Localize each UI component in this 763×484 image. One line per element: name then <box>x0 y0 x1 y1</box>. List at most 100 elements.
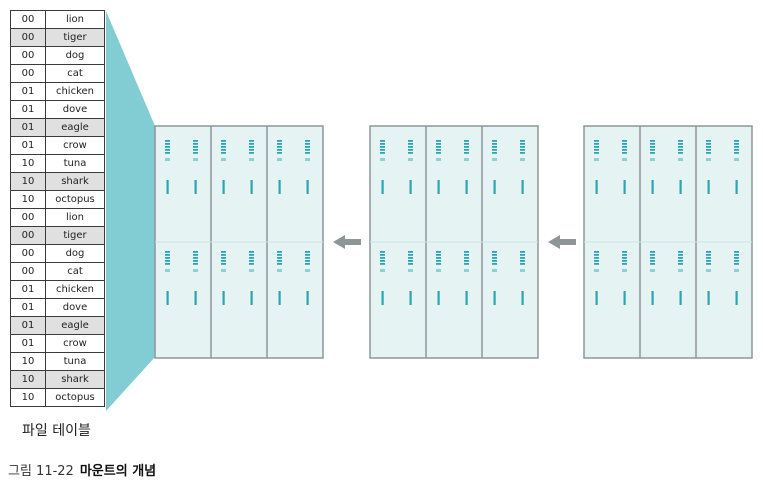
vent-line <box>622 143 627 145</box>
vent-line <box>622 254 627 256</box>
vent-line <box>622 158 627 161</box>
vent-line <box>221 158 226 161</box>
vent-line <box>622 257 627 259</box>
vent-line <box>650 143 655 145</box>
vent-line <box>380 143 385 145</box>
vent-line <box>277 146 282 148</box>
vent-line <box>249 140 254 142</box>
vent-line <box>408 158 413 161</box>
vent-line <box>193 152 198 154</box>
file-table-caption: 파일 테이블 <box>22 423 91 439</box>
handle-icon <box>735 291 738 305</box>
vent-line <box>520 158 525 161</box>
vent-line <box>492 143 497 145</box>
vent-line <box>249 158 254 161</box>
vent-line <box>305 263 310 265</box>
vent-line <box>408 263 413 265</box>
vent-line <box>594 254 599 256</box>
vent-line <box>734 269 739 272</box>
vent-line <box>408 251 413 253</box>
vent-line <box>520 269 525 272</box>
vent-line <box>221 143 226 145</box>
vent-line <box>594 263 599 265</box>
handle-icon <box>306 291 309 305</box>
vent-line <box>492 152 497 154</box>
vent-line <box>734 260 739 262</box>
vent-line <box>622 152 627 154</box>
handle-icon <box>278 291 281 305</box>
vent-line <box>594 260 599 262</box>
vent-line <box>380 149 385 151</box>
vent-line <box>520 251 525 253</box>
vent-line <box>594 269 599 272</box>
row-code: 00 <box>10 226 46 245</box>
vent-line <box>380 254 385 256</box>
vent-line <box>380 251 385 253</box>
handle-icon <box>222 291 225 305</box>
vent-line <box>305 158 310 161</box>
vent-line <box>706 251 711 253</box>
vent-line <box>436 254 441 256</box>
figure-number: 그림 11-22 <box>8 464 74 479</box>
vent-line <box>277 143 282 145</box>
vent-line <box>678 152 683 154</box>
vent-line <box>520 263 525 265</box>
vent-line <box>408 260 413 262</box>
vent-line <box>436 260 441 262</box>
vent-line <box>706 143 711 145</box>
vent-line <box>165 149 170 151</box>
vent-line <box>193 143 198 145</box>
vent-line <box>408 254 413 256</box>
vent-line <box>678 251 683 253</box>
vent-line <box>436 257 441 259</box>
vent-line <box>249 251 254 253</box>
vent-line <box>221 251 226 253</box>
vent-line <box>678 149 683 151</box>
vent-line <box>193 146 198 148</box>
vent-line <box>492 257 497 259</box>
vent-line <box>650 269 655 272</box>
vent-line <box>436 143 441 145</box>
vent-line <box>305 146 310 148</box>
vent-line <box>380 146 385 148</box>
vent-line <box>380 140 385 142</box>
vent-line <box>408 257 413 259</box>
vent-line <box>464 254 469 256</box>
vent-line <box>436 149 441 151</box>
vent-line <box>221 140 226 142</box>
vent-line <box>436 152 441 154</box>
vent-line <box>249 257 254 259</box>
vent-line <box>193 263 198 265</box>
vent-line <box>678 158 683 161</box>
vent-line <box>165 152 170 154</box>
row-name: eagle <box>45 316 105 335</box>
arrow-left-icon <box>548 235 576 249</box>
row-name: chicken <box>45 82 105 101</box>
row-name: eagle <box>45 118 105 137</box>
vent-line <box>464 269 469 272</box>
vent-line <box>380 158 385 161</box>
vent-line <box>706 257 711 259</box>
vent-line <box>622 251 627 253</box>
row-name: shark <box>45 172 105 191</box>
vent-line <box>734 152 739 154</box>
vent-line <box>277 251 282 253</box>
row-code: 00 <box>10 28 46 47</box>
vent-line <box>594 158 599 161</box>
vent-line <box>221 269 226 272</box>
vent-line <box>594 140 599 142</box>
vent-line <box>706 140 711 142</box>
vent-line <box>650 140 655 142</box>
vent-line <box>464 146 469 148</box>
handle-icon <box>521 291 524 305</box>
handle-icon <box>409 180 412 194</box>
vent-line <box>436 251 441 253</box>
vent-line <box>492 260 497 262</box>
vent-line <box>492 158 497 161</box>
